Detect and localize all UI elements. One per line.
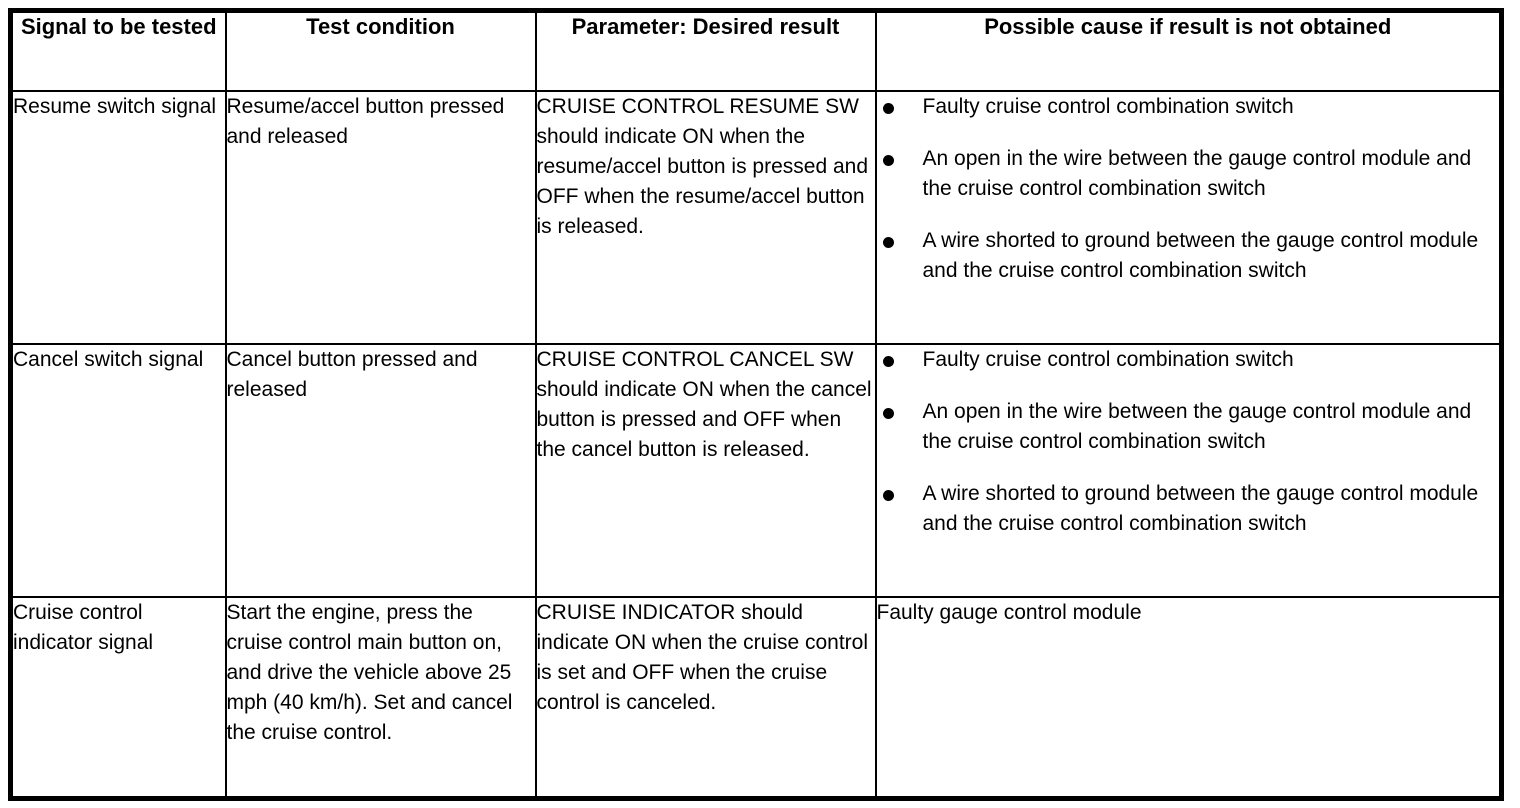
bullet-icon [882,355,894,367]
list-item: A wire shorted to ground between the gau… [877,226,1500,286]
column-header-parameter: Parameter: Desired result [534,9,877,92]
list-item-label: A wire shorted to ground between the gau… [922,228,1479,282]
table-row: Cruise control indicator signal Start th… [9,595,1503,800]
cell-parameter: CRUISE INDICATOR should indicate ON when… [534,595,877,800]
cell-condition: Resume/accel button pressed and released [224,89,537,345]
bullet-icon [882,102,894,114]
column-header-cause-label: Possible cause if result is not obtained [984,14,1392,39]
cell-signal: Cruise control indicator signal [9,595,227,800]
column-header-condition-label: Test condition [306,14,455,39]
list-item: An open in the wire between the gauge co… [877,144,1500,204]
cell-signal: Cancel switch signal [9,342,227,598]
cell-parameter: CRUISE CONTROL CANCEL SW should indicate… [534,342,877,598]
cause-text: Faulty gauge control module [876,600,1142,624]
bullet-icon [882,489,894,501]
table-header: Signal to be tested Test condition Param… [9,9,1503,92]
cell-condition: Cancel button pressed and released [224,342,537,598]
diagnostic-test-table: Signal to be tested Test condition Param… [8,8,1504,801]
list-item-label: An open in the wire between the gauge co… [922,399,1472,453]
list-item-label: A wire shorted to ground between the gau… [922,481,1479,535]
list-item: A wire shorted to ground between the gau… [877,479,1500,539]
list-item-label: Faulty cruise control combination switch [922,94,1294,118]
table-body: Resume switch signal Resume/accel button… [9,89,1503,800]
cause-list: Faulty cruise control combination switch… [877,92,1500,286]
column-header-signal-label: Signal to be tested [20,14,217,39]
cause-list: Faulty cruise control combination switch… [877,345,1500,539]
column-header-signal: Signal to be tested [9,9,227,92]
cell-condition: Start the engine, press the cruise contr… [224,595,537,800]
cell-signal: Resume switch signal [9,89,227,345]
cell-cause: Faulty cruise control combination switch… [874,342,1503,598]
cell-cause: Faulty cruise control combination switch… [874,89,1503,345]
column-header-condition: Test condition [224,9,537,92]
column-header-cause: Possible cause if result is not obtained [874,9,1503,92]
table-row: Resume switch signal Resume/accel button… [9,89,1503,345]
column-header-parameter-label: Parameter: Desired result [571,14,840,39]
list-item-label: Faulty cruise control combination switch [922,347,1294,371]
bullet-icon [882,236,894,248]
list-item: Faulty cruise control combination switch [877,92,1500,122]
list-item-label: An open in the wire between the gauge co… [922,146,1472,200]
list-item: Faulty cruise control combination switch [877,345,1500,375]
header-row: Signal to be tested Test condition Param… [9,9,1503,92]
table-row: Cancel switch signal Cancel button press… [9,342,1503,598]
cell-cause: Faulty gauge control module [874,595,1503,800]
bullet-icon [882,154,894,166]
list-item: An open in the wire between the gauge co… [877,397,1500,457]
cell-parameter: CRUISE CONTROL RESUME SW should indicate… [534,89,877,345]
bullet-icon [882,407,894,419]
